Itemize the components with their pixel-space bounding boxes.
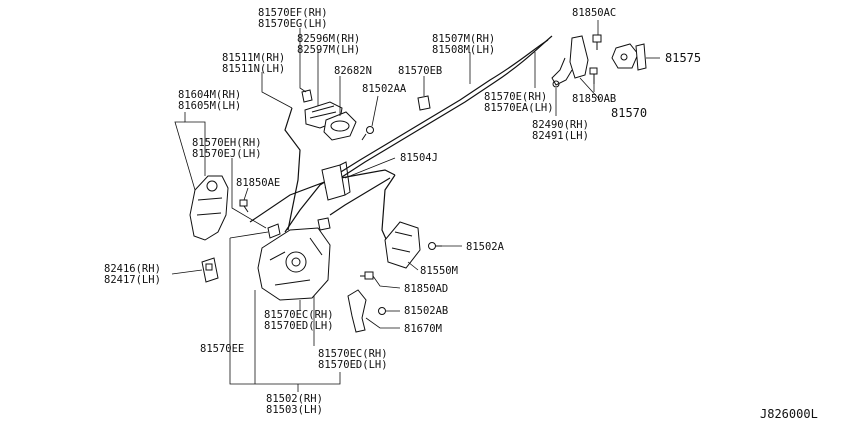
label-81570ea: 81570EA(LH) bbox=[484, 102, 554, 114]
lever-81670m bbox=[347, 289, 367, 333]
label-81570ec-b: 81570EC(RH) bbox=[318, 348, 388, 360]
label-81570: 81570 bbox=[611, 106, 647, 120]
bolt-81850ad bbox=[360, 271, 374, 280]
leader-lines bbox=[171, 20, 660, 392]
clip-81570ee bbox=[267, 223, 281, 239]
clip-81570eb bbox=[417, 95, 431, 111]
label-82417: 82417(LH) bbox=[104, 274, 161, 286]
label-81507m: 81507M(RH) bbox=[432, 33, 495, 45]
clip-81570ec bbox=[317, 217, 331, 231]
clip-81570ef bbox=[301, 89, 313, 103]
actuator-81550m bbox=[384, 221, 421, 269]
bracket-81575 bbox=[611, 43, 647, 71]
label-81570ed-a: 81570ED(LH) bbox=[264, 320, 334, 332]
label-81850ae: 81850AE bbox=[236, 177, 280, 189]
rear-lever-81570 bbox=[551, 35, 589, 88]
bolt-81850ab bbox=[589, 67, 598, 84]
label-81502aa: 81502AA bbox=[362, 83, 407, 95]
label-81570ef: 81570EF(RH) bbox=[258, 7, 328, 19]
label-81670m: 81670M bbox=[404, 323, 442, 335]
label-82596m: 82596M(RH) bbox=[297, 33, 360, 45]
label-81570ec-a: 81570EC(RH) bbox=[264, 309, 334, 321]
bolt-81850ae bbox=[239, 199, 249, 213]
label-81570eh: 81570EH(RH) bbox=[192, 137, 262, 149]
label-81508m: 81508M(LH) bbox=[432, 44, 495, 56]
label-81570ee: 81570EE bbox=[200, 343, 244, 355]
door-latch-81502 bbox=[257, 227, 331, 301]
label-82682n: 82682N bbox=[334, 65, 372, 77]
label-82597m: 82597M(LH) bbox=[297, 44, 360, 56]
label-81570ed-b: 81570ED(LH) bbox=[318, 359, 388, 371]
label-81503: 81503(LH) bbox=[266, 404, 323, 416]
label-81850ac: 81850AC bbox=[572, 7, 616, 19]
label-81502a: 81502A bbox=[466, 241, 505, 253]
label-81570ej: 81570EJ(LH) bbox=[192, 148, 262, 160]
label-82416: 82416(RH) bbox=[104, 263, 161, 275]
label-81850ab: 81850AB bbox=[572, 93, 616, 105]
escutcheon-82682n bbox=[323, 111, 357, 141]
long-rod bbox=[284, 39, 549, 233]
bracket-82416 bbox=[201, 257, 219, 283]
screw-81502aa bbox=[361, 126, 374, 141]
label-81850ad: 81850AD bbox=[404, 283, 448, 295]
label-81605m: 81605M(LH) bbox=[178, 100, 241, 112]
screw-81502a bbox=[428, 242, 442, 250]
screw-81502ab bbox=[378, 307, 386, 315]
long-rod-second bbox=[324, 35, 553, 189]
label-81502: 81502(RH) bbox=[266, 393, 323, 405]
label-81570eg: 81570EG(LH) bbox=[258, 18, 328, 30]
label-82490: 82490(RH) bbox=[532, 119, 589, 131]
label-81550m: 81550M bbox=[420, 265, 458, 277]
outside-handle-81604m bbox=[189, 175, 229, 241]
label-81504j: 81504J bbox=[400, 152, 438, 164]
label-81570eb: 81570EB bbox=[398, 65, 442, 77]
lock-block-81504j bbox=[321, 161, 351, 201]
rod-81511 bbox=[284, 107, 301, 231]
rod-lower bbox=[329, 177, 391, 216]
label-81511m: 81511M(RH) bbox=[222, 52, 285, 64]
label-81604m: 81604M(RH) bbox=[178, 89, 241, 101]
label-81575: 81575 bbox=[665, 51, 701, 65]
bolt-81850ac bbox=[592, 34, 602, 50]
label-81502ab: 81502AB bbox=[404, 305, 448, 317]
label-82491: 82491(LH) bbox=[532, 130, 589, 142]
label-81511n: 81511N(LH) bbox=[222, 63, 285, 75]
reference-code: J826000L bbox=[760, 407, 818, 421]
label-81570e: 81570E(RH) bbox=[484, 91, 547, 103]
